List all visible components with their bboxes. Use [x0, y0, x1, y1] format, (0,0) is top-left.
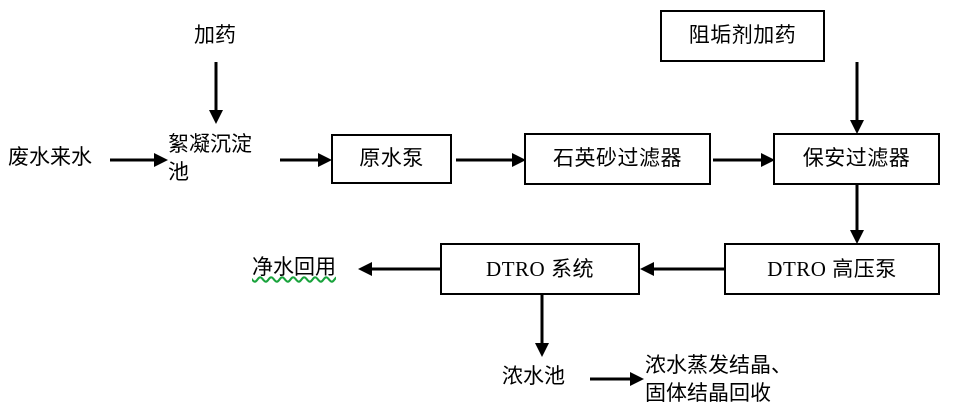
label-evaporation-crystallization-recovery: 浓水蒸发结晶、 固体结晶回收 — [645, 354, 792, 406]
node-dtro-system[interactable]: DTRO 系统 — [440, 243, 640, 295]
connector-dosing-to-floc-sed — [208, 62, 224, 124]
node-dtro-high-pressure-pump-label: DTRO 高压泵 — [767, 256, 897, 281]
node-dtro-system-label: DTRO 系统 — [486, 256, 594, 281]
label-wastewater-inflow: 废水来水 — [8, 146, 92, 169]
label-flocculation-sedimentation-tank: 絮凝沉淀 池 — [168, 133, 252, 185]
connector-inflow-to-floc-sed — [110, 152, 168, 168]
connector-raw-pump-to-quartz-filter — [456, 152, 526, 168]
label-concentrate-tank: 浓水池 — [502, 365, 565, 388]
node-raw-water-pump-label: 原水泵 — [359, 146, 424, 170]
node-scale-inhibitor-dosing[interactable]: 阻垢剂加药 — [660, 10, 825, 62]
node-dtro-high-pressure-pump[interactable]: DTRO 高压泵 — [724, 243, 940, 295]
connector-scale-dosing-to-security-filter — [849, 62, 865, 134]
connector-concentrate-tank-to-crystallization — [590, 371, 644, 387]
node-raw-water-pump[interactable]: 原水泵 — [331, 134, 452, 184]
connector-security-filter-to-hp-pump — [849, 185, 865, 244]
label-chemical-dosing: 加药 — [194, 24, 236, 47]
connector-quartz-filter-to-security-filter — [713, 152, 775, 168]
connector-dtro-system-to-concentrate-tank — [534, 295, 550, 357]
connector-dtro-system-to-reuse — [358, 261, 442, 277]
node-security-filter-label: 保安过滤器 — [802, 146, 911, 170]
connector-floc-sed-to-raw-pump — [280, 152, 332, 168]
connector-hp-pump-to-dtro-system — [640, 261, 726, 277]
node-quartz-sand-filter-label: 石英砂过滤器 — [553, 146, 682, 170]
node-scale-inhibitor-dosing-label: 阻垢剂加药 — [688, 23, 797, 47]
label-purified-water-reuse: 净水回用 — [252, 256, 336, 279]
node-quartz-sand-filter[interactable]: 石英砂过滤器 — [524, 133, 711, 185]
node-security-filter[interactable]: 保安过滤器 — [773, 133, 940, 185]
